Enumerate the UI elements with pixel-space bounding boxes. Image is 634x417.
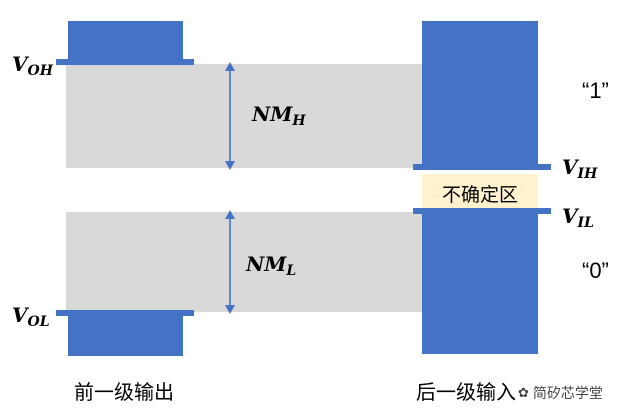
- nml-arrow: [225, 210, 235, 314]
- output-low-block: [68, 316, 183, 356]
- next-stage-input-caption: 后一级输入: [416, 380, 516, 404]
- nmh-arrow: [225, 62, 235, 170]
- noise-margin-high-band: [66, 64, 422, 168]
- nml-label: NML: [246, 252, 297, 279]
- nmh-label: NMH: [252, 102, 306, 129]
- vol-label: VOL: [12, 303, 50, 330]
- input-high-block: [422, 21, 538, 165]
- output-high-block: [68, 21, 183, 60]
- watermark: ✿ 简矽芯学堂: [518, 383, 603, 403]
- voh-line: [56, 59, 194, 65]
- vil-label: VIL: [562, 204, 594, 231]
- noise-margin-low-band: [66, 212, 422, 312]
- vil-line: [413, 208, 551, 214]
- input-low-block: [422, 214, 538, 354]
- vih-label: VIH: [562, 155, 598, 182]
- uncertain-region: 不确定区: [422, 174, 538, 212]
- logic-low-label: “0”: [582, 258, 609, 283]
- vol-line: [56, 310, 194, 316]
- previous-stage-output-caption: 前一级输出: [74, 380, 174, 404]
- watermark-text: 简矽芯学堂: [532, 386, 603, 402]
- voh-label: VOH: [12, 52, 53, 79]
- uncertain-region-label: 不确定区: [441, 183, 518, 206]
- wechat-icon: ✿: [518, 385, 529, 401]
- logic-high-label: “1”: [582, 78, 609, 103]
- vih-line: [413, 164, 551, 170]
